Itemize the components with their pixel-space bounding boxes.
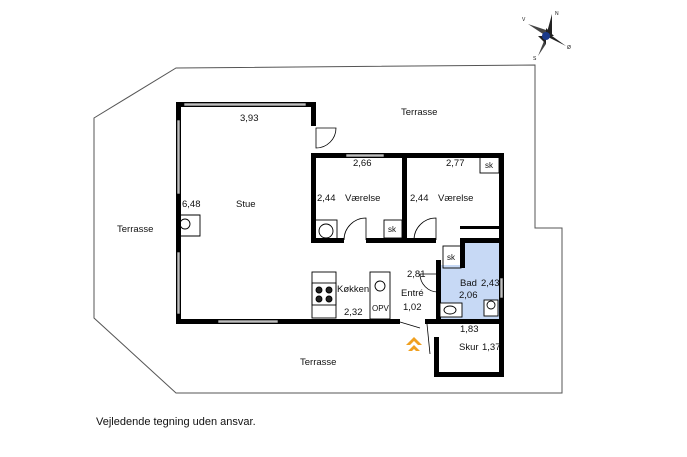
wardrobe-3 (442, 245, 462, 269)
windows (176, 102, 504, 324)
compass-s: S (533, 56, 537, 62)
terrace-west: Terrasse (117, 224, 153, 235)
sk-label-3: sk (447, 253, 456, 262)
disclaimer-text: Vejledende tegning uden ansvar. (96, 416, 256, 428)
room-labels: 3,93 6,48 Stue 2,66 2,44 Værelse 2,77 2,… (182, 113, 501, 353)
entre-name: Entré (401, 288, 424, 299)
wardrobe-1 (383, 219, 403, 239)
fixture-labels: sk sk sk OPV (372, 161, 494, 313)
fixtures (179, 156, 500, 320)
compass-o: Ø (567, 45, 571, 51)
stue-name: Stue (236, 199, 256, 210)
skur-depth: 1,37 (482, 342, 501, 353)
compass-v: V (522, 17, 526, 23)
vaerelse1-depth: 2,44 (317, 193, 336, 204)
koekken-width: 2,32 (344, 307, 363, 318)
sink-counter (369, 271, 391, 320)
sk-label-1: sk (388, 225, 397, 234)
entre-width: 2,81 (407, 269, 426, 280)
entrance-arrow-icon (406, 337, 422, 345)
terrace-labels: Terrasse Terrasse Terrasse (117, 107, 437, 368)
terrace-south: Terrasse (300, 357, 336, 368)
terrace-outline (93, 64, 563, 394)
sk-label-2: sk (485, 161, 494, 170)
vaerelse2-name: Værelse (438, 193, 473, 204)
radiator-unit (314, 219, 338, 243)
wardrobe-2 (479, 156, 500, 174)
vaerelse2-width: 2,77 (446, 158, 465, 169)
stove (311, 282, 337, 306)
vaerelse1-width: 2,66 (353, 158, 372, 169)
terrace-north: Terrasse (401, 107, 437, 118)
toilet (483, 299, 499, 317)
bad-width: 2,43 (481, 278, 500, 289)
bad-depth: 2,06 (459, 290, 478, 301)
fireplace (179, 218, 191, 230)
bath-sink (439, 302, 463, 318)
doors (315, 127, 439, 355)
vaerelse1-name: Værelse (345, 193, 380, 204)
skur-name: Skur (459, 342, 479, 353)
bad-name: Bad (460, 278, 477, 289)
stue-depth: 6,48 (182, 199, 201, 210)
compass-n: N (555, 11, 559, 17)
opv-label: OPV (372, 304, 390, 313)
vaerelse2-depth: 2,44 (410, 193, 429, 204)
skur-width: 1,83 (460, 324, 479, 335)
koekken-name: Køkken (337, 284, 369, 295)
compass-icon: N V S Ø (522, 11, 571, 62)
entre-depth: 1,02 (403, 302, 422, 313)
walls (176, 102, 504, 377)
stue-width: 3,93 (240, 113, 259, 124)
